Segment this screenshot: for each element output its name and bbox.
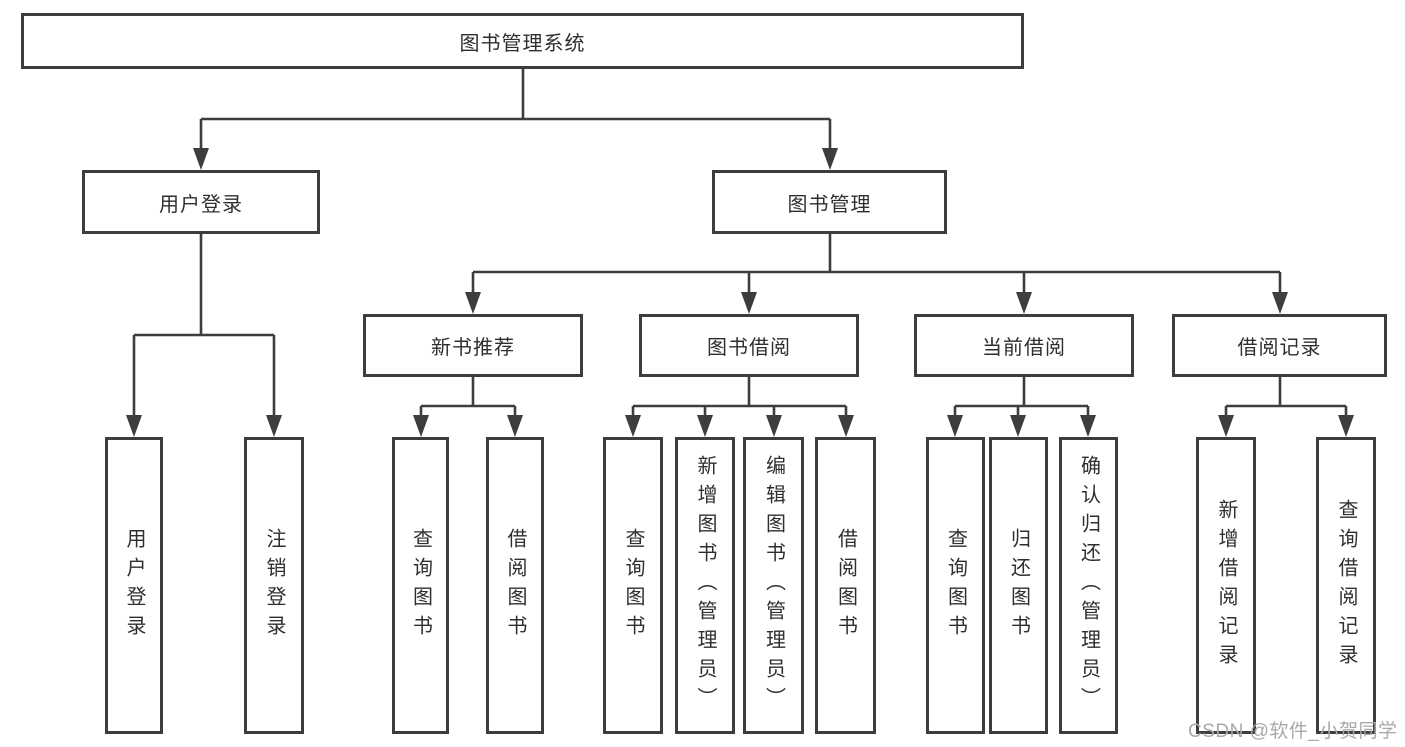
node-label: 借阅图书: [504, 527, 526, 644]
node-label: 新增图书（管理员）: [694, 455, 716, 716]
leaf-query-borrow-record: 查询借阅记录: [1316, 437, 1376, 734]
node-label: 确认归还（管理员）: [1077, 455, 1100, 716]
node-new-book-recommend: 新书推荐: [363, 314, 583, 377]
node-book-borrow: 图书借阅: [639, 314, 859, 377]
node-label: 查询图书: [944, 527, 967, 644]
node-label: 查询图书: [622, 527, 644, 644]
node-label: 用户登录: [123, 527, 145, 644]
node-label: 查询图书: [409, 527, 432, 644]
leaf-query-book-current: 查询图书: [926, 437, 985, 734]
node-label: 用户登录: [159, 193, 243, 216]
node-user-login: 用户登录: [82, 170, 320, 234]
node-label: 借阅记录: [1237, 337, 1322, 359]
leaf-edit-book-admin: 编辑图书（管理员）: [743, 437, 804, 734]
node-borrow-records: 借阅记录: [1172, 314, 1387, 377]
leaf-add-book-admin: 新增图书（管理员）: [675, 437, 735, 734]
node-book-management: 图书管理: [712, 170, 947, 234]
node-label: 图书管理系统: [459, 32, 586, 55]
node-current-borrow: 当前借阅: [914, 314, 1134, 377]
leaf-confirm-return-admin: 确认归还（管理员）: [1059, 437, 1118, 734]
node-label: 新书推荐: [431, 337, 515, 359]
node-label: 图书借阅: [707, 337, 791, 359]
leaf-add-borrow-record: 新增借阅记录: [1196, 437, 1256, 734]
node-label: 当前借阅: [982, 337, 1066, 359]
node-label: 查询借阅记录: [1335, 498, 1357, 673]
leaf-borrow-book-recommend: 借阅图书: [486, 437, 544, 734]
node-label: 图书管理: [787, 193, 872, 216]
leaf-user-login: 用户登录: [105, 437, 163, 734]
leaf-query-book-borrow: 查询图书: [603, 437, 663, 734]
node-library-system: 图书管理系统: [21, 13, 1024, 69]
node-label: 注销登录: [263, 527, 285, 644]
node-label: 新增借阅记录: [1215, 498, 1237, 673]
node-label: 归还图书: [1007, 527, 1030, 644]
node-label: 借阅图书: [834, 527, 857, 644]
leaf-return-book: 归还图书: [989, 437, 1048, 734]
leaf-query-book-recommend: 查询图书: [392, 437, 449, 734]
node-label: 编辑图书（管理员）: [762, 455, 785, 716]
leaf-logout-login: 注销登录: [244, 437, 304, 734]
leaf-borrow-book: 借阅图书: [815, 437, 876, 734]
csdn-watermark: CSDN @软件_小贺同学: [1188, 721, 1398, 742]
